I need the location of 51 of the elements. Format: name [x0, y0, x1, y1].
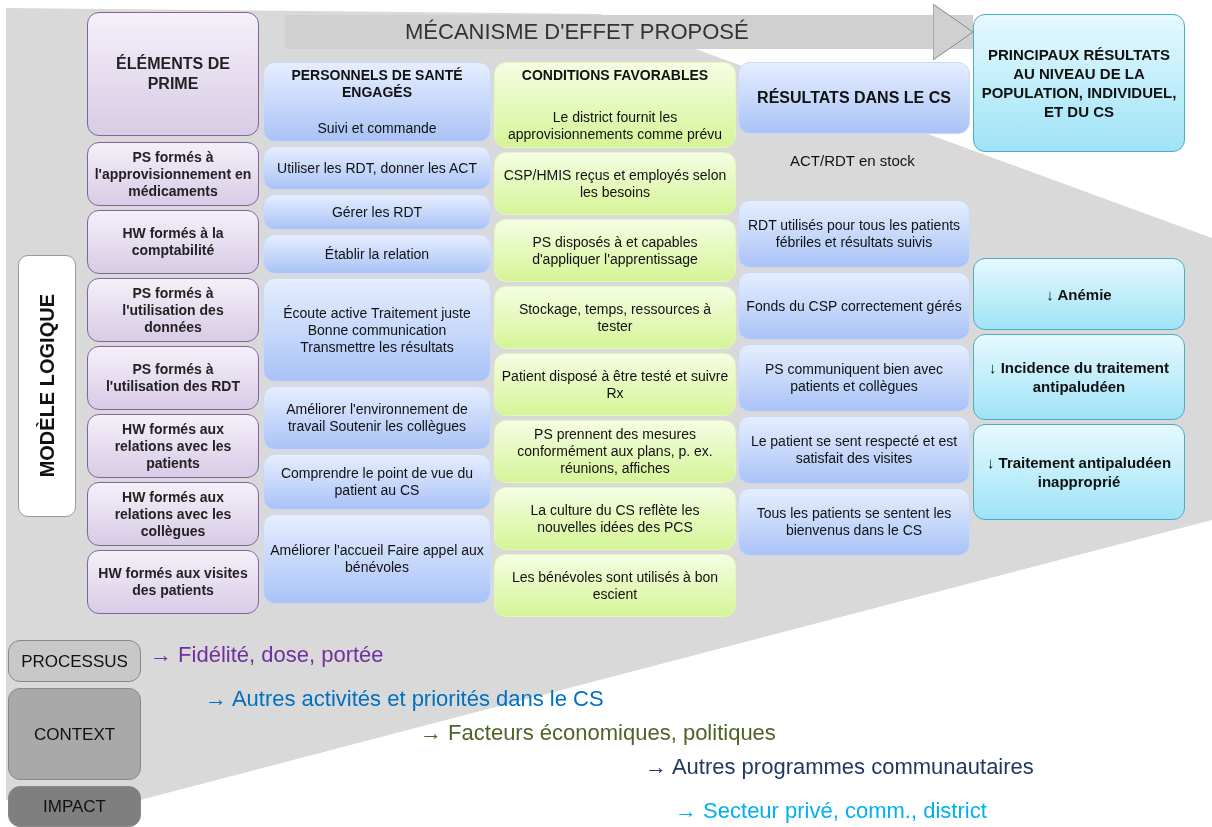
- side-label: MODÈLE LOGIQUE: [38, 294, 56, 478]
- impact-box: PRINCIPAUX RÉSULTATS AU NIVEAU DE LA POPULATION, INDIVIDUEL, ET DU CS: [973, 14, 1185, 152]
- column-heading: CONDITIONS FAVORABLES: [521, 67, 709, 84]
- input-box: ÉLÉMENTS DE PRIME: [87, 12, 259, 136]
- factor-text: → Secteur privé, comm., district: [675, 798, 987, 824]
- box-text: Le district fournit les approvisionnements comme prévu: [507, 109, 723, 143]
- activity-box: [263, 62, 491, 142]
- activity-box: Comprendre le point de vue du patient au CS: [263, 454, 491, 510]
- category-box: IMPACT: [8, 786, 141, 827]
- factor-text: → Autres activités et priorités dans le CS: [205, 686, 604, 712]
- category-box: PROCESSUS: [8, 640, 141, 682]
- condition-box: PS disposés à et capables d'appliquer l'apprentissage: [494, 219, 736, 282]
- activity-box: Améliorer l'accueil Faire appel aux bénévoles: [263, 514, 491, 604]
- activity-box: Gérer les RDT: [263, 194, 491, 230]
- condition-box: Patient disposé à être testé et suivre Rx: [494, 353, 736, 416]
- condition-box: Les bénévoles sont utilisés à bon escient: [494, 554, 736, 617]
- edge-label: MÉCANISME D'EFFET PROPOSÉ: [405, 19, 749, 45]
- activity-box: Améliorer l'environnement de travail Soutenir les collègues: [263, 386, 491, 450]
- side-label-box: [18, 255, 76, 517]
- input-box: PS formés à l'approvisionnement en médicaments: [87, 142, 259, 206]
- impact-box: ↓ Anémie: [973, 258, 1185, 330]
- block-arrow: [285, 3, 974, 61]
- outcome-box: Le patient se sent respecté et est satisfait des visites: [738, 416, 970, 484]
- input-box: HW formés aux relations avec les collègues: [87, 482, 259, 546]
- condition-box: Stockage, temps, ressources à tester: [494, 286, 736, 349]
- input-box: HW formés à la comptabilité: [87, 210, 259, 274]
- outcome-box: Fonds du CSP correctement gérés: [738, 272, 970, 340]
- impact-box: ↓ Traitement antipaludéen inapproprié: [973, 424, 1185, 520]
- factor-text: → Autres programmes communautaires: [645, 754, 1034, 780]
- input-box: PS formés à l'utilisation des données: [87, 278, 259, 342]
- outcome-box: RÉSULTATS DANS LE CS: [738, 62, 970, 134]
- input-box: HW formés aux relations avec les patients: [87, 414, 259, 478]
- impact-box: ↓ Incidence du traitement antipaludéen: [973, 334, 1185, 420]
- outcome-box: RDT utilisés pour tous les patients fébriles et résultats suivis: [738, 200, 970, 268]
- condition-box: CSP/HMIS reçus et employés selon les besoins: [494, 152, 736, 215]
- outcome-text: ACT/RDT en stock: [790, 152, 915, 169]
- outcome-box: PS communiquent bien avec patients et collègues: [738, 344, 970, 412]
- category-box: CONTEXT: [8, 688, 141, 780]
- condition-box: La culture du CS reflète les nouvelles idées des PCS: [494, 487, 736, 550]
- box-text: Suivi et commande: [317, 120, 437, 137]
- activity-box: Établir la relation: [263, 234, 491, 274]
- factor-text: → Facteurs économiques, politiques: [420, 720, 776, 746]
- condition-box: [494, 62, 736, 148]
- outcome-box: Tous les patients se sentent les bienvenus dans le CS: [738, 488, 970, 556]
- activity-box: Utiliser les RDT, donner les ACT: [263, 146, 491, 190]
- column-heading: PERSONNELS DE SANTÉ ENGAGÉS: [290, 67, 464, 101]
- input-box: HW formés aux visites des patients: [87, 550, 259, 614]
- factor-text: → Fidélité, dose, portée: [150, 642, 384, 668]
- condition-box: PS prennent des mesures conformément aux plans, p. ex. réunions, affiches: [494, 420, 736, 483]
- input-box: PS formés à l'utilisation des RDT: [87, 346, 259, 410]
- activity-box: Écoute active Traitement juste Bonne communication Transmettre les résultats: [263, 278, 491, 382]
